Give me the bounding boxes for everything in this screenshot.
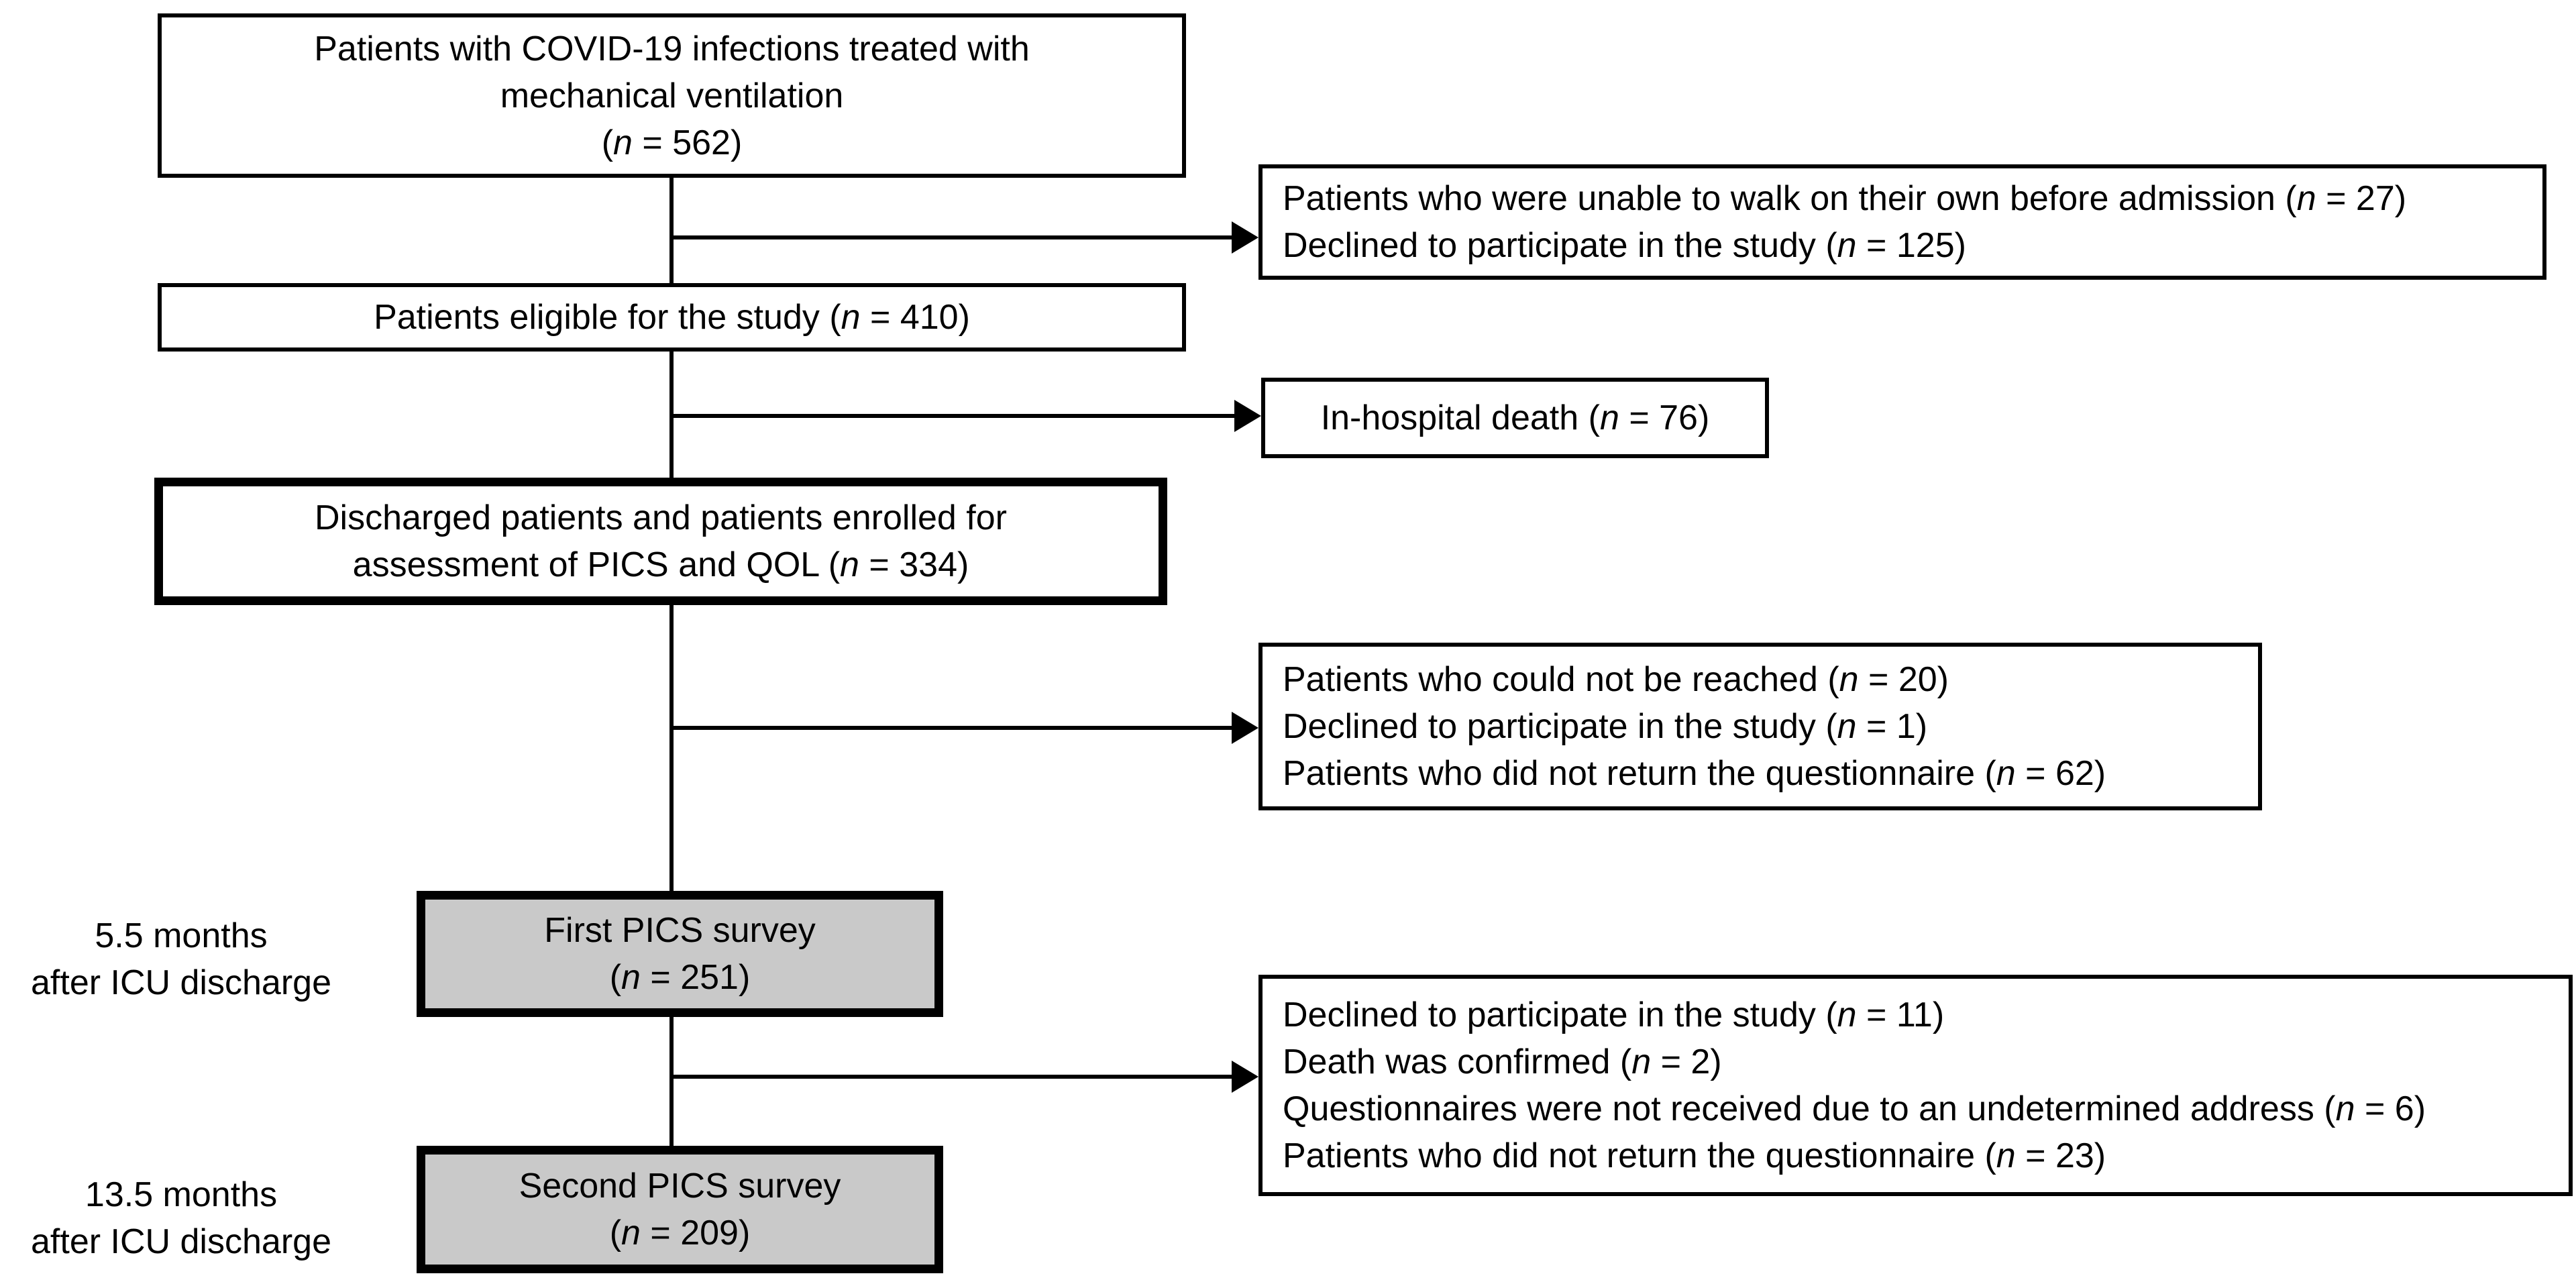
box-eligible-patients: Patients eligible for the study (n = 410… <box>158 283 1186 352</box>
connector-screened-to-eligible <box>669 178 674 283</box>
box-excluded-before-eligibility: Patients who were unable to walk on thei… <box>1258 164 2546 280</box>
branch-line-in-hospital-death <box>669 414 1234 418</box>
box-text-line: Declined to participate in the study (n … <box>1283 226 1966 265</box>
box-text-line: Discharged patients and patients enrolle… <box>315 498 1007 537</box>
box-text-line: Patients who did not return the question… <box>1283 1136 2106 1175</box>
box-second-pics-survey: Second PICS survey (n = 209) <box>417 1146 943 1273</box>
box-text-line: Death was confirmed (n = 2) <box>1283 1042 1722 1081</box>
box-text-line: Declined to participate in the study (n … <box>1283 996 1945 1034</box>
arrow-right-icon <box>1232 221 1258 254</box>
box-text-line: (n = 562) <box>601 123 743 162</box>
connector-discharged-to-first-survey <box>669 605 674 891</box>
box-screened-patients: Patients with COVID-19 infections treate… <box>158 13 1186 178</box>
box-text-line: Patients eligible for the study (n = 410… <box>374 298 970 337</box>
branch-line-excluded-before-first-survey <box>669 726 1232 730</box>
box-text-line: (n = 209) <box>609 1214 751 1252</box>
timeline-label-line: 13.5 months <box>85 1175 278 1214</box>
box-text-line: Patients who were unable to walk on thei… <box>1283 179 2407 218</box>
box-text-line: Patients who did not return the question… <box>1283 754 2106 793</box>
box-excluded-before-first-survey: Patients who could not be reached (n = 2… <box>1258 643 2262 810</box>
timeline-label-line: after ICU discharge <box>31 1222 331 1261</box>
timeline-label-line: after ICU discharge <box>31 963 331 1002</box>
arrow-right-icon <box>1234 400 1261 432</box>
box-text-line: Patients with COVID-19 infections treate… <box>314 29 1030 68</box>
box-in-hospital-death: In-hospital death (n = 76) <box>1261 378 1769 458</box>
box-excluded-before-second-survey: Declined to participate in the study (n … <box>1258 975 2573 1196</box>
branch-line-excluded-before-second-survey <box>669 1075 1232 1079</box>
box-text-line: mechanical ventilation <box>500 76 844 115</box>
box-text-line: assessment of PICS and QOL (n = 334) <box>352 545 969 584</box>
box-text-line: Second PICS survey <box>519 1167 841 1205</box>
connector-first-to-second-survey <box>669 1017 674 1146</box>
box-discharged-enrolled: Discharged patients and patients enrolle… <box>154 478 1167 605</box>
box-text-line: Patients who could not be reached (n = 2… <box>1283 660 1949 699</box>
arrow-right-icon <box>1232 712 1258 744</box>
box-text-line: (n = 251) <box>609 958 751 997</box>
arrow-right-icon <box>1232 1061 1258 1093</box>
timeline-label-second-survey: 13.5 months after ICU discharge <box>7 1171 356 1265</box>
branch-line-excluded-before-eligibility <box>669 235 1232 239</box>
box-text-line: First PICS survey <box>544 911 816 950</box>
box-text-line: Declined to participate in the study (n … <box>1283 707 1928 746</box>
timeline-label-line: 5.5 months <box>95 916 268 955</box>
box-text-line: In-hospital death (n = 76) <box>1320 398 1710 437</box>
box-text-line: Questionnaires were not received due to … <box>1283 1089 2426 1128</box>
box-first-pics-survey: First PICS survey (n = 251) <box>417 891 943 1017</box>
timeline-label-first-survey: 5.5 months after ICU discharge <box>7 912 356 1006</box>
